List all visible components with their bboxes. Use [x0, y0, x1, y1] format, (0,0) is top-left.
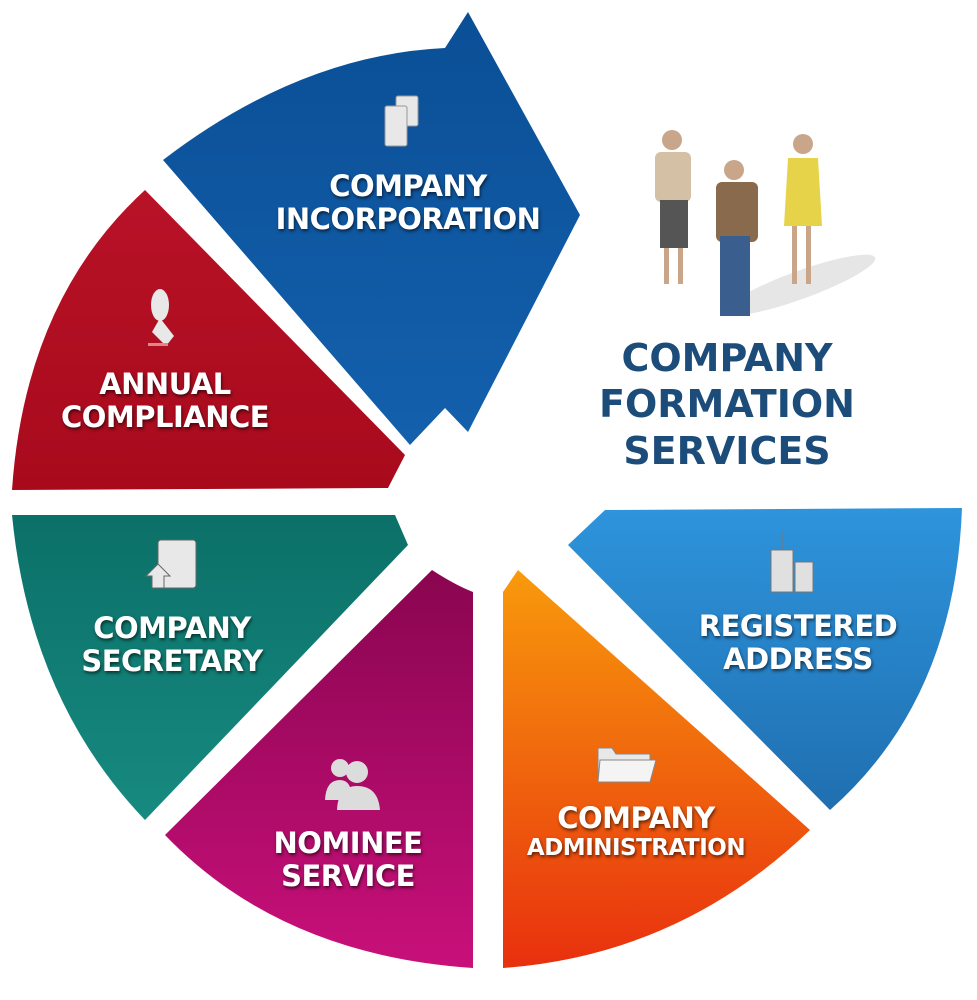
page-title: COMPANY FORMATION SERVICES	[599, 335, 855, 474]
label-annual-compliance: ANNUAL COMPLIANCE	[60, 367, 270, 435]
label-company-incorporation: COMPANY INCORPORATION	[275, 169, 541, 237]
label-company-administration: COMPANY ADMINISTRATION	[526, 801, 746, 862]
label-line: COMPANY	[93, 611, 251, 645]
title-line: SERVICES	[623, 428, 831, 473]
title-line: COMPANY	[621, 336, 833, 380]
document-upload-icon	[144, 539, 197, 589]
label-line: COMPANY	[329, 169, 487, 203]
segment-company-incorporation	[163, 12, 580, 445]
segment-registered-address	[568, 508, 962, 810]
label-registered-address: REGISTERED ADDRESS	[698, 609, 898, 677]
pen-nib-icon	[148, 289, 174, 346]
label-line: ADDRESS	[723, 642, 873, 677]
label-line: COMPLIANCE	[60, 400, 270, 435]
label-nominee-service: NOMINEE SERVICE	[273, 826, 423, 894]
label-line: NOMINEE	[273, 826, 423, 860]
label-line: ANNUAL	[99, 367, 231, 401]
folder-icon	[597, 747, 657, 783]
documents-icon	[384, 95, 419, 147]
label-line: SECRETARY	[81, 644, 263, 679]
users-icon	[325, 759, 380, 810]
label-line: SERVICE	[281, 859, 415, 894]
segment-company-administration	[503, 570, 810, 968]
label-company-secretary: COMPANY SECRETARY	[81, 611, 263, 679]
label-line: ADMINISTRATION	[526, 835, 746, 862]
building-icon	[770, 532, 814, 593]
business-people-illustration	[655, 130, 876, 316]
title-line: FORMATION	[599, 382, 855, 427]
segment-company-secretary	[12, 515, 408, 820]
label-line: INCORPORATION	[275, 202, 541, 237]
label-line: COMPANY	[557, 801, 715, 835]
segment-nominee-service	[165, 570, 473, 968]
segment-annual-compliance	[12, 190, 405, 490]
label-line: REGISTERED	[698, 609, 898, 643]
